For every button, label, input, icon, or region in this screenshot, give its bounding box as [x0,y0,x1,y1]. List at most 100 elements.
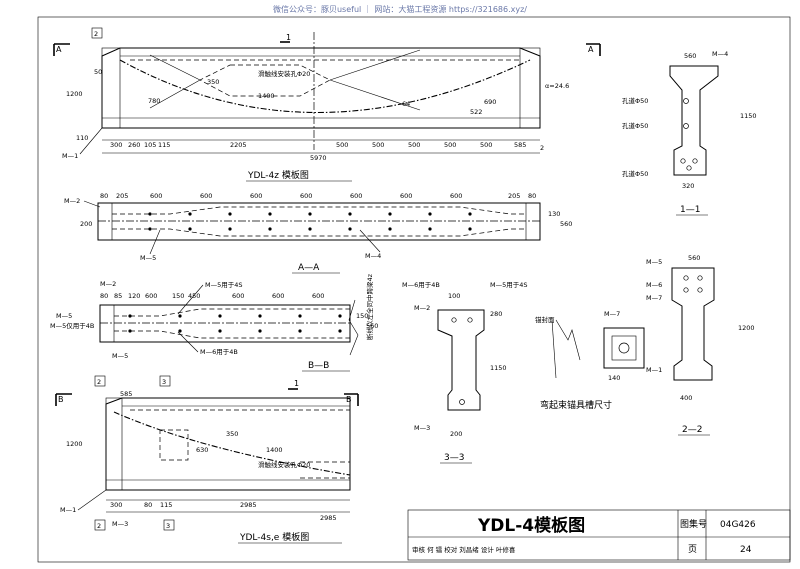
label-m3-bot: M—3 [112,520,128,528]
dim-top-row-5: 500 [336,141,348,149]
dim-top-row-9: 500 [480,141,492,149]
label-m1-bot: M—1 [60,506,76,514]
label-m5-aa: M—5 [140,254,156,262]
label-m3-s33: M—3 [414,424,430,432]
dim-s33-1150: 1150 [490,364,507,372]
section-1-1: M—4 孔道Φ50 孔道Φ50 孔道Φ50 560 1150 320 1—1 [622,50,757,216]
plan-bb: M—2 M—5 M—5仅用于4B M—5 M—5用于4S M—6用于4B 80 … [50,273,378,372]
elevation-top: A A 2 1 滑触线安装孔Φ20 α=24.6 2 5970 300 260 … [53,27,601,182]
dim-top-total: 5970 [310,154,327,162]
plan-aa: M—2 M—5 M—4 80 205 600 600 600 600 600 6… [64,192,572,274]
mark-3-bot: 3 [162,378,166,386]
dim-bot-left-1200: 1200 [66,440,83,448]
atlas-number: 04G426 [720,520,756,530]
dim-bot-115: 115 [160,501,172,509]
atlas-label: 图集号 [680,518,707,530]
page-number: 24 [740,545,752,555]
dim-aa-600-5: 600 [350,192,362,200]
title-plan-aa: A—A [298,263,320,273]
mark-1-top: 1 [286,33,291,42]
dim-top-mid-64: 64 [402,100,410,108]
dim-bot-2985-b: 2985 [320,514,337,522]
dim-s11-320: 320 [682,182,694,190]
sheet-border [37,16,791,563]
mark-3-bot-b: 3 [166,522,170,530]
label-m5-s33: M—5用于4S [490,281,528,289]
dim-top-mid-1400: 1400 [258,92,275,100]
dim-s22-400: 400 [680,394,692,402]
dim-bb-600-2: 600 [232,292,244,300]
dim-aa-600-7: 600 [450,192,462,200]
dim-bb-560: 560 [366,322,378,330]
label-m4-s11: M—4 [712,50,728,58]
dim-top-row-1: 260 [128,141,140,149]
page-label: 页 [688,544,697,555]
dim-bb-600: 600 [145,292,157,300]
dim-top-small-50: 50 [94,68,102,76]
label-m5-bb-2: M—5 [112,352,128,360]
dim-aa-200: 200 [80,220,92,228]
dim-top-row-6: 500 [372,141,384,149]
dim-top-mid-350: 350 [207,78,219,86]
dim-bot-mid-1400: 1400 [266,446,283,454]
label-m4-aa: M—4 [365,252,381,260]
label-m5-s22: M—5 [646,258,662,266]
dim-aa-600-4: 600 [300,192,312,200]
dim-top-left-1200: 1200 [66,90,83,98]
title-plan-bb: B—B [308,361,329,371]
dim-top-row-0: 300 [110,141,122,149]
title-elev-bottom: YDL-4s,e 模板图 [239,531,309,543]
dim-bb-120: 120 [128,292,140,300]
label-m6-s22: M—6 [646,281,662,289]
mark-1-bot: 1 [294,379,299,388]
dim-top-mid-780: 780 [148,97,160,105]
label-m6-s33: M—6用于4B [402,281,440,289]
dim-s22-560: 560 [688,254,700,262]
dim-aa-600-2: 600 [200,192,212,200]
dim-s33-100: 100 [448,292,460,300]
drawing-main-title: YDL-4模板图 [477,515,585,536]
dim-aa-600-1: 600 [150,192,162,200]
side-note: 断线以左全同中跨梁4z [365,273,374,340]
dim-top-row-8: 500 [444,141,456,149]
label-hole50-b: 孔道Φ50 [622,121,648,130]
label-m2-s33: M—2 [414,304,430,312]
dim-top-row-4: 2205 [230,141,247,149]
hole-note-top: 滑触线安装孔Φ20 [258,69,310,78]
dim-bb-80: 80 [100,292,108,300]
dim-aa-80-l: 80 [100,192,108,200]
label-hole50-a: 孔道Φ50 [622,96,648,105]
dim-s33-200: 200 [450,430,462,438]
mark-2-bot: 2 [97,378,101,386]
dim-aa-600-6: 600 [400,192,412,200]
dim-bb-85: 85 [114,292,122,300]
section-mark-a-right: A [588,45,594,54]
dim-bb-150-s: 150 [356,312,368,320]
mark-2-top: 2 [94,30,98,38]
anchor-detail: M—7 锚封面 140 弯起束锚具槽尺寸 [535,310,645,411]
label-m5-4b: M—5仅用于4B [50,321,94,330]
dim-top-row-2: 105 [144,141,156,149]
label-m7-anchor: M—7 [604,310,620,318]
title-sec-33: 3—3 [444,453,464,463]
dim-bot-mid-585: 585 [120,390,132,398]
mark-2-bot-b: 2 [97,522,101,530]
dim-bb-450: 450 [188,292,200,300]
dim-top-row-3: 115 [158,141,170,149]
signature-row: 审核 何 镭 校对 刘昌绪 设计 叶修喜 [412,545,516,554]
title-block: YDL-4模板图 图集号 04G426 页 24 审核 何 镭 校对 刘昌绪 设… [407,509,791,561]
dim-aa-205-l: 205 [116,192,128,200]
dim-s22-1200: 1200 [738,324,755,332]
dim-bot-mid-630: 630 [196,446,208,454]
label-m5-bb: M—5 [56,312,72,320]
title-sec-11: 1—1 [680,205,700,215]
elevation-bottom: B B 2 3 1 滑触线安装孔Φ20 1200 585 630 1400 35… [55,375,359,544]
dim-bot-300: 300 [110,501,122,509]
dim-s33-280: 280 [490,310,502,318]
section-mark-a-left: A [56,45,62,54]
anchor-face-label: 锚封面 [535,315,555,324]
dim-aa-600-3: 600 [250,192,262,200]
section-3-3: M—6用于4B M—5用于4S M—2 M—3 1150 280 100 200… [402,281,528,464]
watermark-text: 微信公众号：豚贝useful ｜ 网站：大猫工程资源 https://32168… [273,4,527,14]
